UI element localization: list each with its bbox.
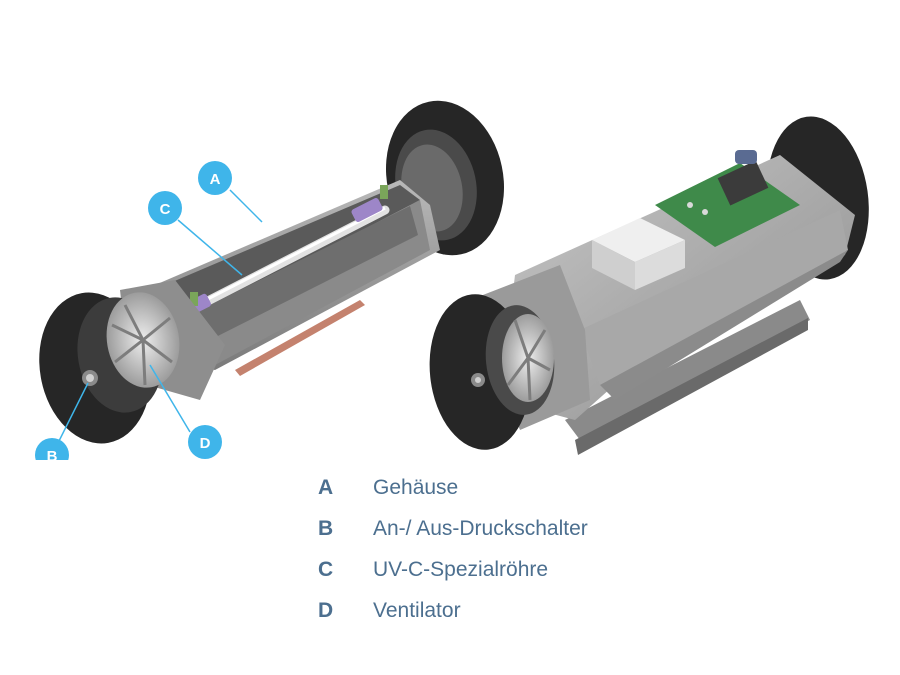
svg-text:A: A [210, 171, 221, 188]
ballast-block [592, 218, 685, 262]
legend-key: A [318, 476, 334, 499]
legend-key: B [318, 517, 334, 540]
svg-text:D: D [200, 435, 211, 452]
legend-label: Ventilator [373, 599, 461, 622]
uv-tube [195, 205, 390, 310]
legend-item-b: B An-/ Aus-Druckschalter [318, 515, 738, 556]
device-illustration: A C B D [35, 100, 869, 460]
callout-a: A [198, 161, 232, 195]
legend-key: C [318, 558, 334, 581]
legend-item-c: C UV-C-Spezialröhre [318, 556, 738, 597]
legend-label: An-/ Aus-Druckschalter [373, 517, 588, 540]
legend-item-a: A Gehäuse [318, 474, 738, 515]
svg-text:C: C [160, 201, 171, 218]
legend: A Gehäuse B An-/ Aus-Druckschalter C UV-… [318, 474, 738, 638]
fan-closed [502, 314, 554, 402]
callout-c: C [148, 191, 182, 225]
callout-b: B [35, 438, 69, 460]
open-device [39, 100, 505, 444]
legend-label: UV-C-Spezialröhre [373, 558, 549, 581]
legend-item-d: D Ventilator [318, 597, 738, 638]
callout-d: D [188, 425, 222, 459]
legend-key: D [318, 599, 334, 622]
fan [106, 292, 180, 388]
closed-device [429, 116, 869, 455]
callout-lines [57, 189, 263, 444]
legend-label: Gehäuse [373, 476, 459, 499]
svg-text:B: B [47, 448, 58, 460]
